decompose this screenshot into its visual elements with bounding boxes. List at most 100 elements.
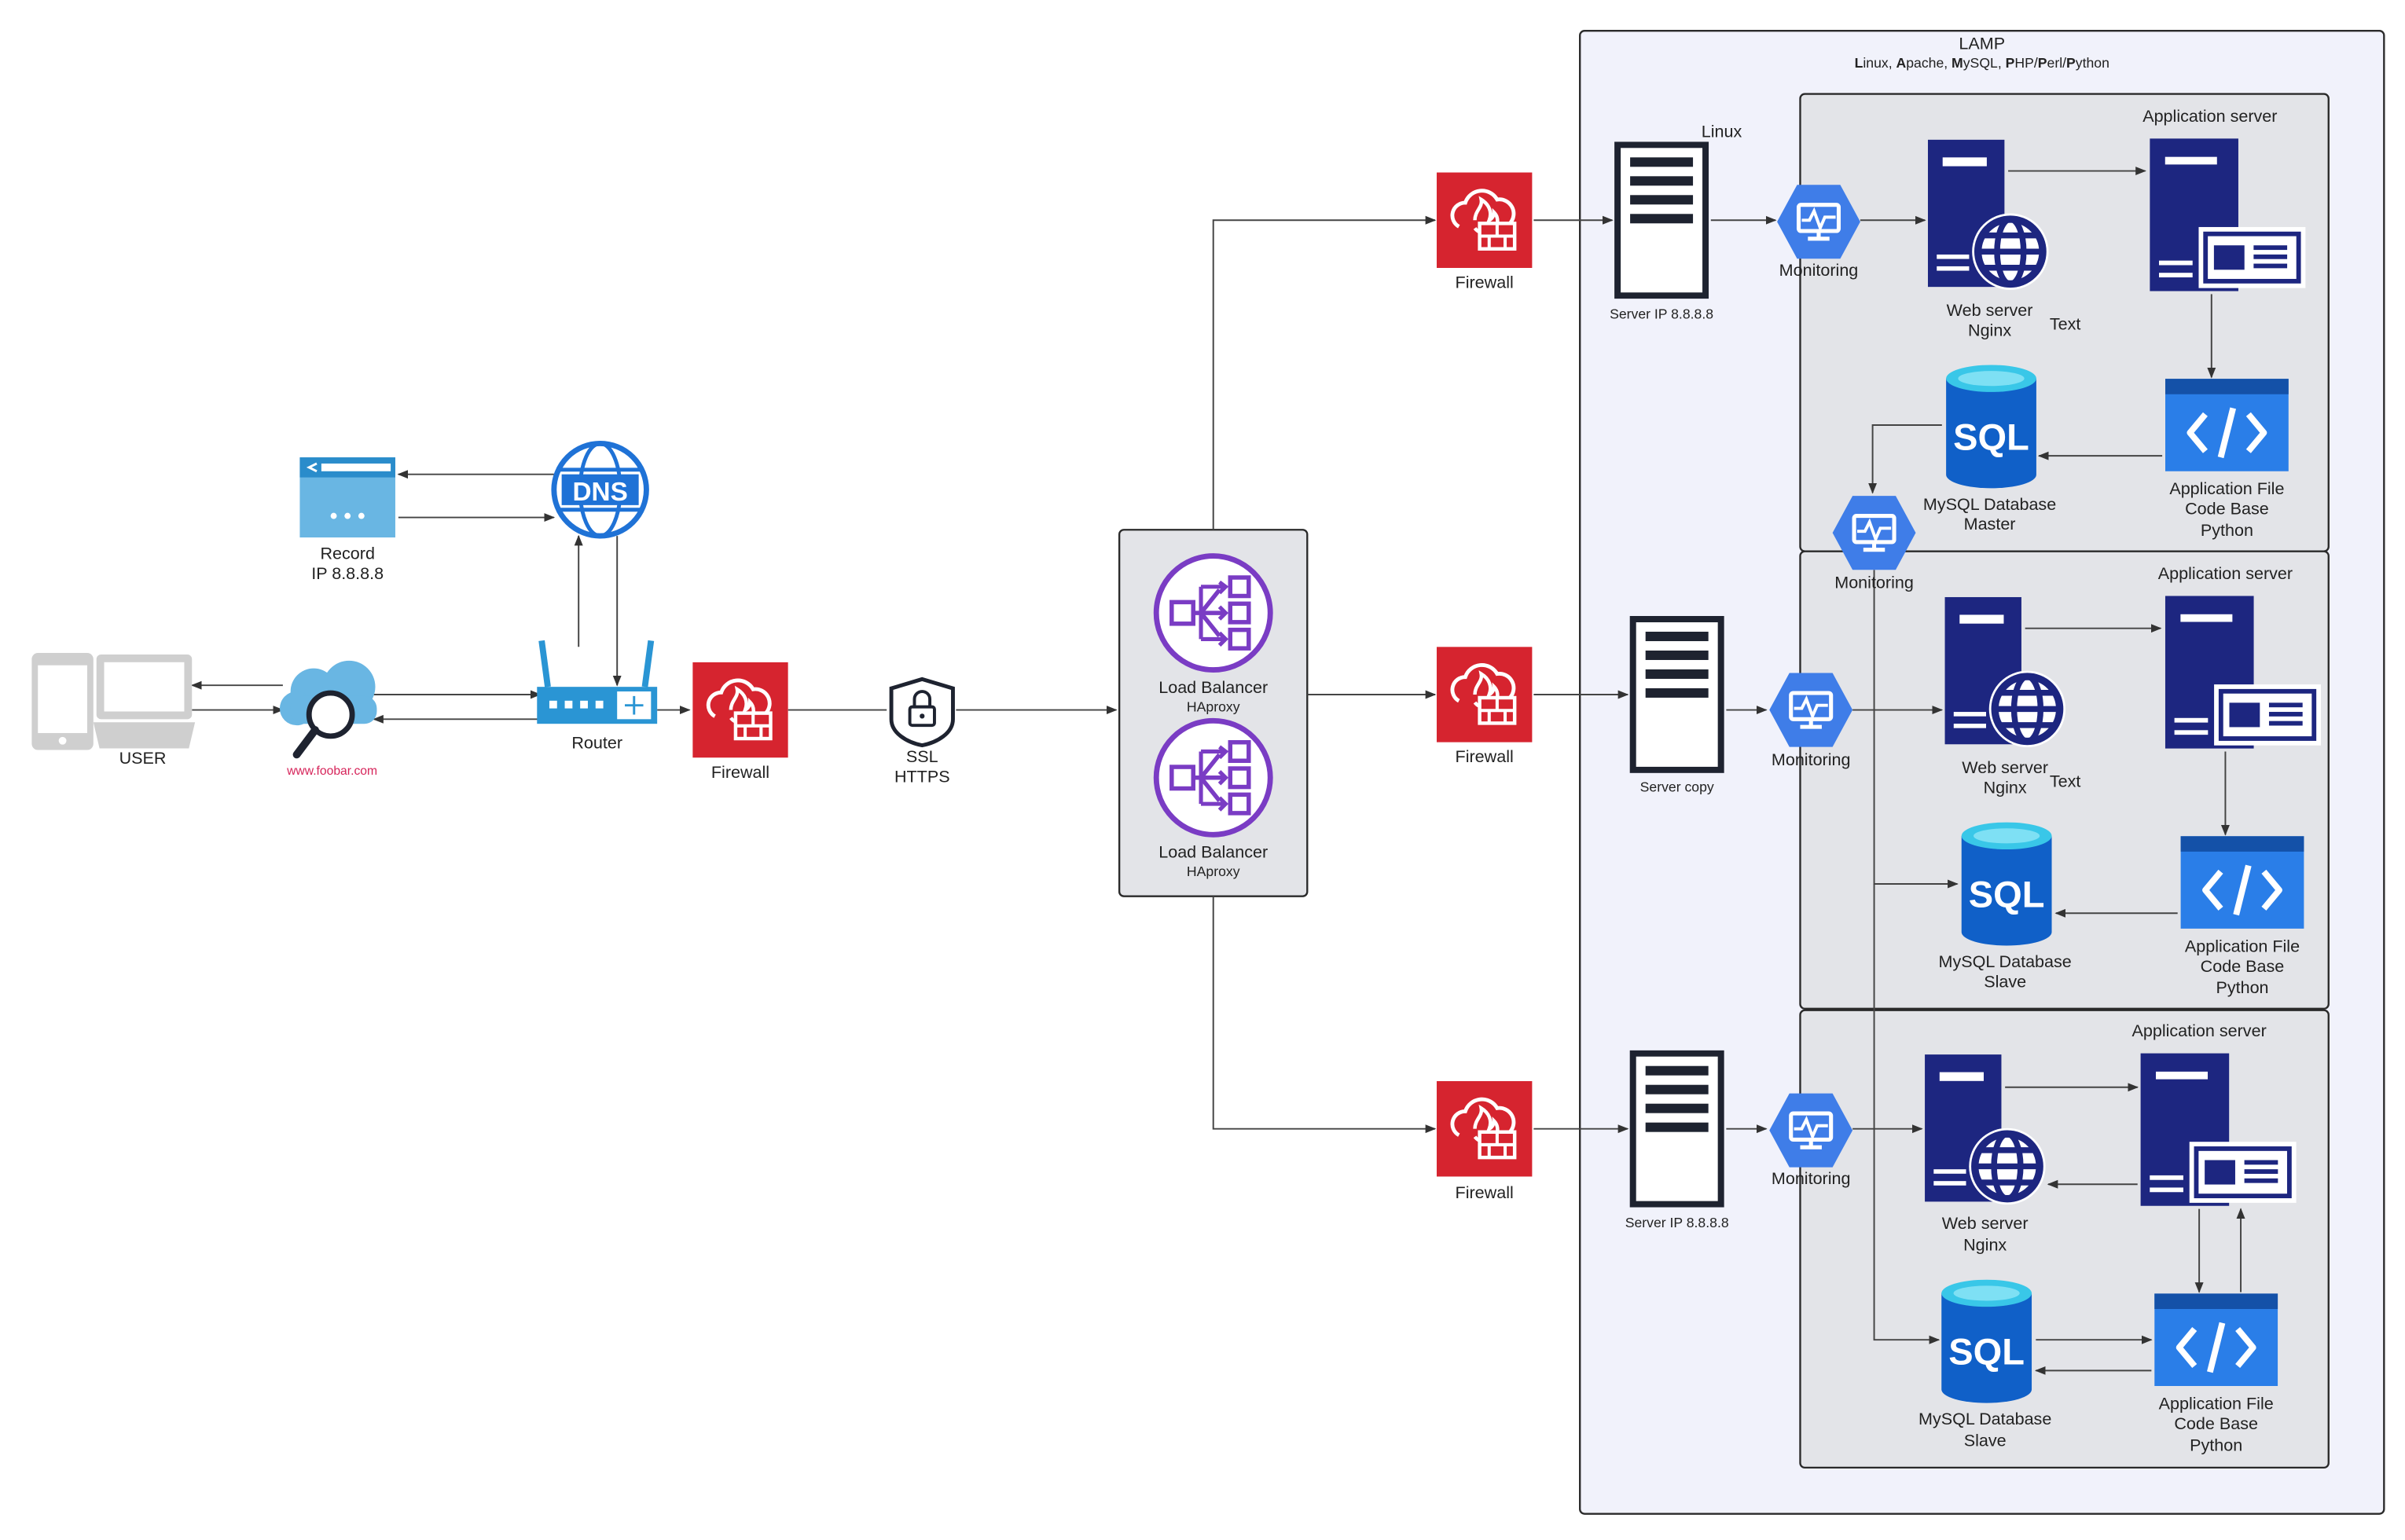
app-file-label: Application File <box>2185 936 2300 955</box>
app-file-sub2: Python <box>2201 520 2253 540</box>
lamp-subtitle-part: P <box>2066 55 2076 71</box>
lamp-title: LAMP <box>1959 34 2005 53</box>
load-balancer-sublabel: HAproxy <box>1187 864 1240 879</box>
web-server-sub: Nginx <box>1963 1235 2007 1255</box>
db-label: MySQL Database <box>1939 952 2072 971</box>
web-server-sub: Nginx <box>1968 320 2011 339</box>
lamp-subtitle: Linux, Apache, MySQL, PHP/Perl/Python <box>1855 55 2109 71</box>
wifi-router-icon <box>537 640 658 724</box>
load-balancer-icon <box>1156 720 1270 834</box>
app-file-label: Application File <box>2159 1393 2274 1413</box>
branch-firewall-label: Firewall <box>1456 273 1514 292</box>
app-file-label: Application File <box>2169 478 2284 498</box>
lamp-subtitle-part: L <box>1855 55 1863 71</box>
db-icon-text: SQL <box>1969 873 2045 915</box>
lamp-subtitle-part: M <box>1952 55 1963 71</box>
web-server-label: Web server <box>1962 757 2048 777</box>
db-role: Slave <box>1964 1430 2007 1450</box>
monitoring-label: Monitoring <box>1834 573 1914 592</box>
text-label: Text <box>2050 772 2081 791</box>
db-label: MySQL Database <box>1918 1409 2051 1428</box>
lamp-subtitle-part: ySQL, <box>1963 55 2006 71</box>
router-label: Router <box>571 733 622 753</box>
firewall-icon <box>1437 1081 1533 1177</box>
code-file-icon <box>2181 836 2304 929</box>
user-label: USER <box>119 748 167 768</box>
monitoring-label: Monitoring <box>1772 750 1851 769</box>
branch-firewall-label: Firewall <box>1456 746 1514 766</box>
app-file-sub1: Code Base <box>2201 956 2285 976</box>
server-label: Server IP 8.8.8.8 <box>1625 1215 1729 1230</box>
laptop-phone-icon <box>31 653 196 750</box>
connectors <box>190 167 2245 1375</box>
db-icon-text: SQL <box>1948 1331 2025 1373</box>
app-file-sub2: Python <box>2190 1435 2242 1454</box>
server-label: Server copy <box>1640 779 1714 794</box>
user-device: USER <box>31 653 196 768</box>
monitoring-label: Monitoring <box>1772 1168 1851 1188</box>
firewall-icon <box>1437 647 1533 742</box>
app-file-sub1: Code Base <box>2174 1414 2258 1433</box>
replication-monitoring: Monitoring <box>1833 496 1916 592</box>
browser-window-icon <box>299 457 395 538</box>
db-label: MySQL Database <box>1923 494 2056 514</box>
code-file-icon <box>2154 1293 2278 1386</box>
app-file-sub1: Code Base <box>2185 499 2269 519</box>
lock-shield-icon <box>889 676 955 748</box>
db-role: Master <box>1964 514 2016 534</box>
lamp-subtitle-part: erl/ <box>2047 55 2067 71</box>
load-balancer-sublabel: HAproxy <box>1187 699 1240 715</box>
dns-globe-icon <box>551 441 649 539</box>
load-balancer-icon <box>1156 556 1270 670</box>
client-firewall: Firewall <box>692 662 788 782</box>
lamp-subtitle-part: P <box>2006 55 2015 71</box>
lamp-subtitle-part: inux, <box>1863 55 1896 71</box>
text-label: Text <box>2050 314 2081 333</box>
app-server-title: Application server <box>2131 1021 2266 1040</box>
db-icon-text: SQL <box>1953 416 2029 457</box>
record-label: Record <box>320 543 374 563</box>
lamp-subtitle-part: pache, <box>1906 55 1952 71</box>
branch-1: Firewall Server IP 8.8.8.8 Monitoring Ap… <box>1437 106 2306 540</box>
lamp-subtitle-part: ython <box>2076 55 2109 71</box>
server-label: Server IP 8.8.8.8 <box>1610 306 1713 322</box>
server-rack-icon <box>1633 619 1721 770</box>
monitoring-label: Monitoring <box>1779 260 1859 280</box>
website-url[interactable]: www.foobar.com <box>286 764 377 778</box>
website-node: www.foobar.com <box>279 660 377 778</box>
lamp-subtitle-part: A <box>1896 55 1907 71</box>
server-rack-icon <box>1617 145 1706 295</box>
app-server-title: Application server <box>2142 106 2277 126</box>
app-server-title: Application server <box>2158 563 2293 583</box>
https-label: HTTPS <box>894 767 950 786</box>
client-firewall-label: Firewall <box>711 762 769 782</box>
web-server-label: Web server <box>1942 1213 2029 1233</box>
ssl-node: SSL HTTPS <box>889 676 955 786</box>
lamp-subtitle-part: HP/ <box>2014 55 2037 71</box>
ssl-label: SSL <box>906 746 938 766</box>
server-rack-icon <box>1633 1054 1721 1204</box>
web-server-label: Web server <box>1947 300 2033 320</box>
lamp-subtitle-part: P <box>2038 55 2047 71</box>
branch-firewall-label: Firewall <box>1456 1182 1514 1202</box>
dns-record: Record IP 8.8.8.8 <box>299 457 395 583</box>
code-file-icon <box>2165 379 2289 471</box>
branch-2: Firewall Server copy Monitoring Applicat… <box>1437 563 2321 997</box>
load-balancer-2: Load Balancer HAproxy <box>1156 720 1270 879</box>
load-balancer-label: Load Balancer <box>1158 677 1268 697</box>
web-server-sub: Nginx <box>1984 777 2027 797</box>
firewall-icon <box>1437 173 1533 269</box>
dns-label: DNS <box>572 478 627 507</box>
router-node: Router <box>537 640 658 753</box>
linux-label: Linux <box>1702 121 1742 141</box>
firewall-icon <box>692 662 788 758</box>
load-balancer-1: Load Balancer HAproxy <box>1156 556 1270 715</box>
dns-server: DNS <box>551 441 649 539</box>
db-role: Slave <box>1984 971 2026 991</box>
cloud-search-icon <box>279 660 377 759</box>
record-ip: IP 8.8.8.8 <box>311 563 384 583</box>
load-balancer-label: Load Balancer <box>1158 842 1268 862</box>
app-file-sub2: Python <box>2216 977 2268 997</box>
branch-3: Firewall Server IP 8.8.8.8 Monitoring Ap… <box>1437 1021 2297 1454</box>
